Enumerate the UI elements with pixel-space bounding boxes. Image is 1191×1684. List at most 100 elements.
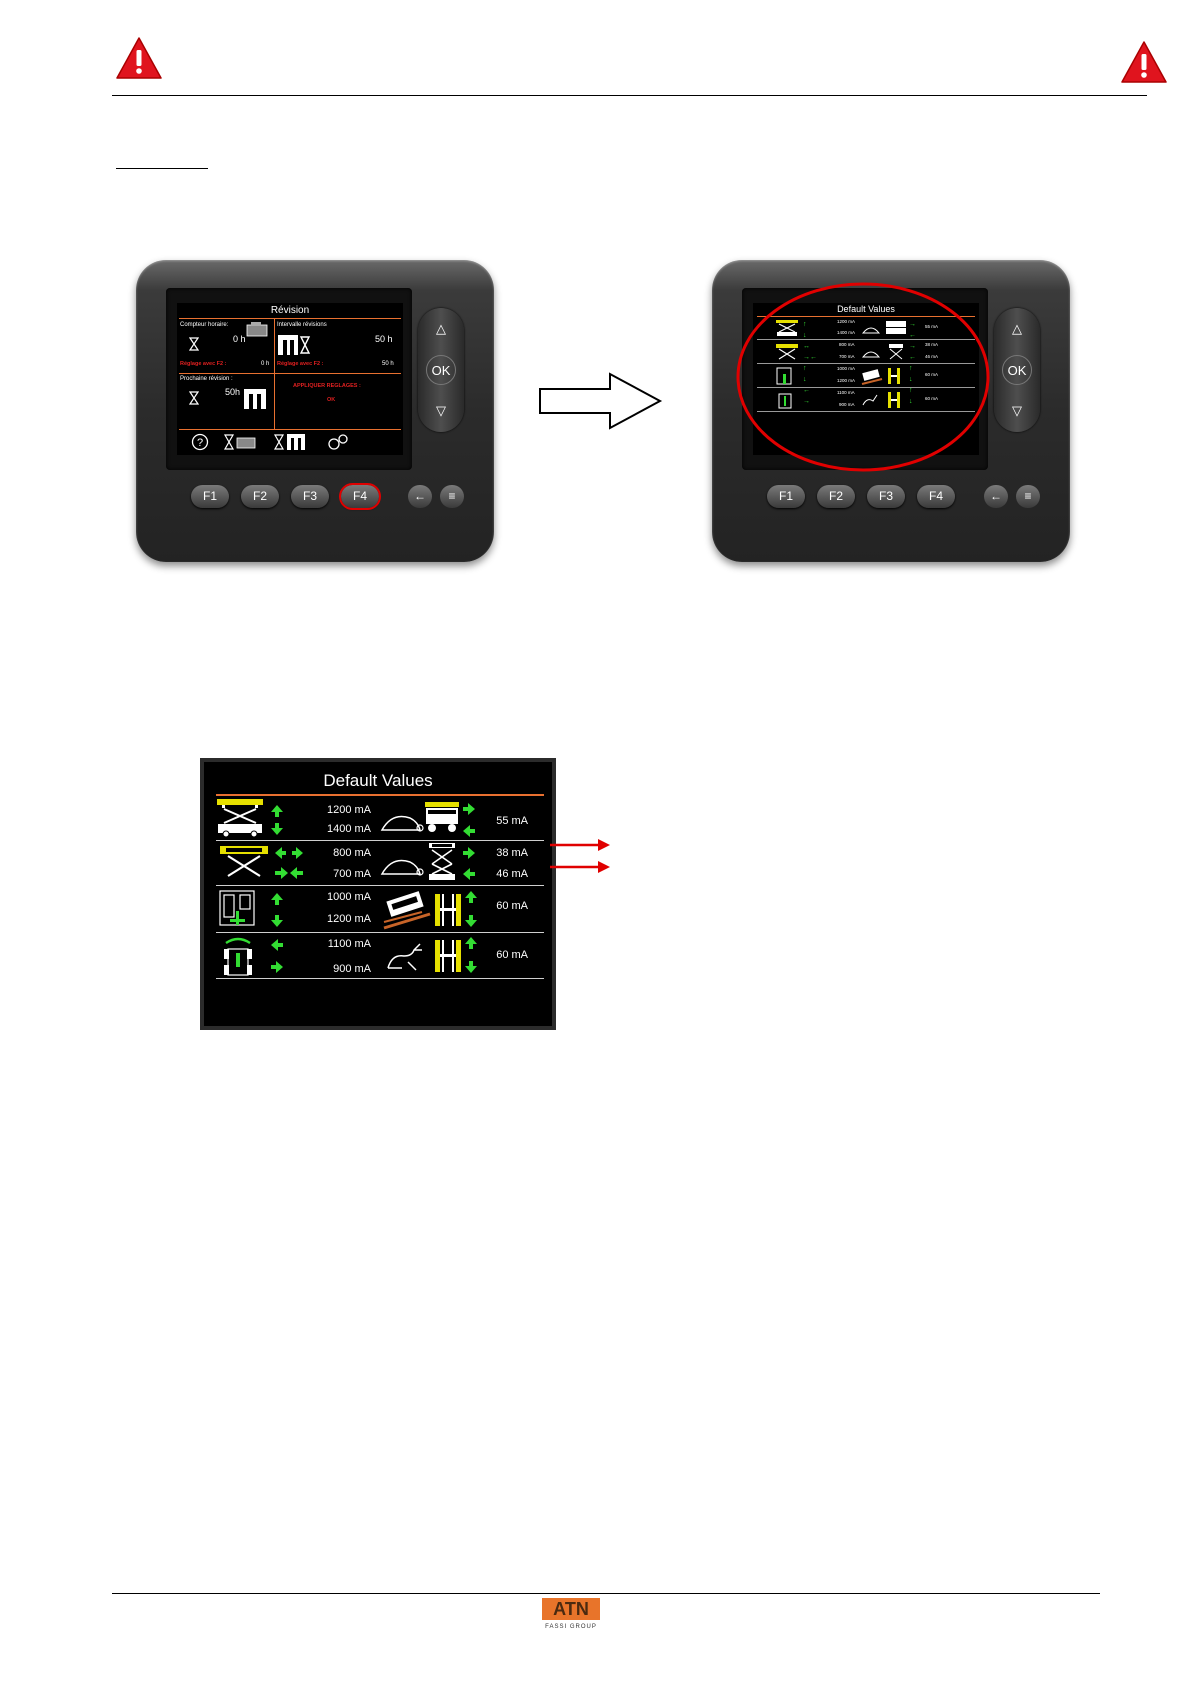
down-arrow-button[interactable]: ▽ (1012, 403, 1022, 418)
help-icon: ? (191, 433, 209, 451)
intervalle-value: 50 h (375, 334, 393, 344)
appliquer-ok: OK (327, 397, 336, 403)
green-double-arrow-in-icon (275, 867, 303, 879)
intervalle-label: Intervalle révisions (277, 322, 327, 328)
red-pointer-arrow-icon (550, 861, 610, 873)
mini-value: 900 mA (839, 402, 855, 407)
mini-value: 1200 mA (837, 319, 856, 324)
f2-button[interactable]: F2 (241, 485, 279, 508)
default-values-title: Default Values (323, 771, 433, 790)
screen-bezel: Default Values 1200 mA 1400 mA 800 mA 70… (742, 288, 988, 470)
f1-button[interactable]: F1 (767, 485, 805, 508)
tilted-machine-icon (861, 369, 883, 385)
green-left-arrow-icon (463, 825, 475, 837)
atn-logo-subtext: FASSI GROUP (545, 1624, 597, 1630)
back-arrow-button[interactable]: ← (408, 485, 432, 508)
nav-rocker: △ OK ▽ (994, 308, 1040, 432)
back-arrow-button[interactable]: ← (984, 485, 1008, 508)
mini-value: 1100 mA (837, 390, 855, 395)
red-pointer-arrow-icon (550, 839, 610, 851)
header-rule (112, 95, 1147, 96)
arrow-icons: ↑↓↔→←↑↓←→ (803, 321, 817, 405)
prochaine-value: 50h (225, 387, 241, 397)
axle-oscillation-icon (435, 894, 461, 926)
display-device-default-values: Default Values 1200 mA 1400 mA 800 mA 70… (712, 260, 1070, 562)
reglage-f2-right: Réglage avec F2 : (277, 361, 324, 367)
down-arrow-button[interactable]: ▽ (436, 403, 446, 418)
bottom-rule (179, 429, 401, 430)
row-rule (757, 387, 975, 388)
row4-right-value: 60 mA (496, 949, 528, 961)
ok-button[interactable]: OK (1002, 355, 1032, 385)
service-tools-icon (244, 389, 266, 409)
mini-value: 46 mA (925, 354, 939, 359)
row-rule (757, 411, 975, 412)
title-rule (216, 794, 544, 796)
row-rule (216, 840, 544, 841)
f3-button[interactable]: F3 (867, 485, 905, 508)
mini-value: 1200 mA (837, 378, 856, 383)
f4-button[interactable]: F4 (339, 483, 381, 510)
scissor-lift-icon (776, 320, 798, 336)
highlight-ellipse (736, 282, 990, 472)
hourglass-icon (189, 391, 199, 405)
engine-icon (246, 322, 268, 337)
reglage-f2-left: Réglage avec F2 : (180, 361, 227, 367)
f2-button[interactable]: F2 (817, 485, 855, 508)
machine-raised-icon (429, 843, 455, 880)
scissor-lift-icon (776, 344, 798, 360)
title-rule (179, 318, 401, 319)
green-down-arrow-icon (465, 961, 477, 973)
green-up-arrow-icon (465, 937, 477, 949)
up-arrow-button[interactable]: △ (1012, 321, 1022, 336)
lift-column-icon (219, 890, 255, 926)
row-rule (216, 932, 544, 933)
f4-button[interactable]: F4 (917, 485, 955, 508)
menu-button[interactable]: ≡ (440, 485, 464, 508)
menu-button[interactable]: ≡ (1016, 485, 1040, 508)
green-down-arrow-icon (271, 823, 283, 835)
display-device-revision: Révision Compteur horaire: 0 h Intervall… (136, 260, 494, 562)
default-values-mini-screen: Default Values 1200 mA 1400 mA 800 mA 70… (753, 303, 979, 455)
mini-value: 700 mA (839, 354, 855, 359)
axle-oscillation-icon (435, 940, 461, 972)
compteur-label: Compteur horaire: (180, 322, 229, 328)
green-down-arrow-icon (465, 915, 477, 927)
axle-icon (888, 368, 900, 384)
row-rule (757, 339, 975, 340)
warning-icon-left (116, 37, 162, 79)
mini-value: 800 mA (839, 342, 855, 347)
green-up-arrow-icon (271, 893, 283, 905)
steering-wheels-icon (224, 937, 252, 976)
row1-speed-current: 55 mA (496, 815, 528, 827)
tilted-machine-slope-icon (383, 891, 431, 930)
machine-icon (886, 321, 906, 334)
machine-lowered-icon (425, 802, 459, 832)
ok-button[interactable]: OK (426, 355, 456, 385)
section-underline (116, 168, 208, 169)
turtle-slow-icon (380, 815, 424, 832)
mini-value: 1400 mA (837, 330, 856, 335)
screen-title: Révision (270, 305, 310, 316)
row-rule (216, 885, 544, 886)
green-double-arrow-out-icon (275, 847, 303, 859)
axle-icon (888, 392, 900, 408)
green-left-arrow-icon (271, 939, 283, 951)
hourglass-tools-icon (273, 434, 305, 450)
rabbit-fast-icon (387, 943, 422, 971)
row2-speed-reverse: 46 mA (496, 868, 528, 880)
f3-button[interactable]: F3 (291, 485, 329, 508)
gears-icon (328, 434, 348, 450)
reglage-f2-right-value: 50 h (382, 361, 394, 367)
row1-up-current: 1200 mA (326, 804, 371, 816)
default-values-screen: Default Values 1200 mA 1400 mA 55 mA 800… (200, 758, 556, 1030)
prochaine-label: Prochaine révision : (180, 376, 233, 382)
hourglass-engine-icon (223, 434, 256, 450)
f1-button[interactable]: F1 (191, 485, 229, 508)
compteur-value: 0 h (233, 334, 246, 344)
up-arrow-button[interactable]: △ (436, 321, 446, 336)
green-right-arrow-icon (271, 961, 283, 973)
machine-icon (889, 344, 903, 360)
screen-bezel: Révision Compteur horaire: 0 h Intervall… (166, 288, 412, 470)
row4-left-current: 1100 mA (327, 938, 371, 950)
